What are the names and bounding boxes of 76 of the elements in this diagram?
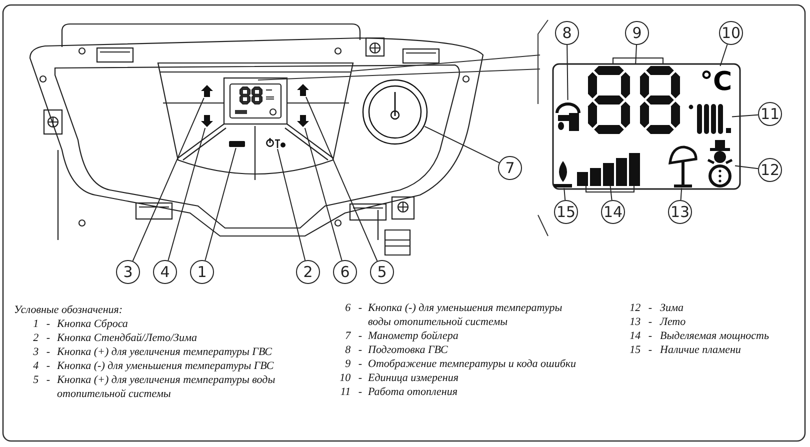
tap-icon	[555, 100, 581, 132]
legend-text: Кнопка (+) для увеличения температуры воды отопительной системы	[57, 373, 276, 401]
callout-number: 4	[153, 260, 177, 284]
callout-number: 7	[498, 156, 522, 180]
callout-number: 3	[116, 260, 140, 284]
legend-number: 15 -	[628, 343, 652, 357]
legend-text: Работа отопления	[368, 385, 458, 399]
legend-text: Выделяемая мощность	[660, 329, 770, 343]
callout-number: 13	[668, 200, 692, 224]
down-arrow-button	[296, 114, 310, 128]
leader-line	[635, 44, 637, 64]
unit-symbol: °C	[700, 66, 730, 98]
leader-line	[204, 148, 236, 261]
leader-line	[732, 114, 758, 118]
legend-number: 11 -	[339, 385, 362, 399]
legend-number: 12 -	[628, 301, 652, 315]
snowman-icon	[705, 140, 735, 188]
up-arrow-button	[200, 84, 214, 98]
callout-number: 5	[370, 260, 394, 284]
leader-line	[132, 98, 204, 262]
legend-number: 3 -	[32, 345, 50, 359]
legend-text: Кнопка (+) для увеличения температуры ГВС	[57, 345, 273, 359]
umbrella-icon	[668, 145, 698, 188]
legend-number: 1 -	[32, 317, 50, 331]
legend-number: 10 -	[338, 371, 362, 385]
seven-segment-digits	[588, 64, 680, 136]
reset-button-mark	[229, 140, 245, 148]
legend-heading: Условные обозначения:	[14, 303, 123, 317]
legend-text: Зима	[660, 301, 684, 315]
power-bars-icon	[577, 152, 640, 186]
leader-line	[277, 148, 306, 261]
legend-number: 9 -	[344, 357, 362, 371]
callout-number: 12	[758, 158, 782, 182]
legend-number: 4 -	[32, 359, 50, 373]
legend-text: Лето	[660, 315, 687, 329]
leader-line	[424, 126, 500, 164]
legend-text: Подготовка ГВС	[368, 343, 449, 357]
down-arrow-button	[200, 114, 214, 128]
legend-number: 5 -	[32, 373, 50, 387]
leader-line	[564, 188, 566, 200]
legend-number: 6 -	[344, 301, 362, 315]
leader-line	[566, 44, 568, 100]
legend-text: Кнопка (-) для уменьшения температуры ГВС	[57, 359, 275, 373]
leader-line	[304, 128, 342, 261]
callout-number: 6	[333, 260, 357, 284]
flame-icon	[553, 160, 573, 188]
legend-text: Манометр бойлера	[368, 329, 460, 343]
leader-line	[734, 165, 759, 170]
callout-number: 2	[296, 260, 320, 284]
callout-number: 10	[719, 21, 743, 45]
legend-text: Наличие пламени	[660, 343, 742, 357]
legend-number: 8 -	[344, 343, 362, 357]
leader-line	[306, 96, 378, 262]
callout-number: 14	[601, 200, 625, 224]
legend-number: 2 -	[32, 331, 50, 345]
leader-line	[720, 44, 728, 66]
legend-text: Кнопка Сброса	[57, 317, 129, 331]
radiator-icon	[688, 102, 732, 135]
up-arrow-button	[296, 83, 310, 97]
callout-number: 9	[625, 21, 649, 45]
legend-text: Единица измерения	[368, 371, 460, 385]
legend-text: Кнопка (-) для уменьшения температуры воды отопительной системы	[368, 301, 564, 329]
callout-number: 11	[758, 102, 782, 126]
legend-number: 7 -	[344, 329, 362, 343]
callout-number: 1	[190, 260, 214, 284]
leader-line	[680, 188, 682, 200]
pressure-gauge	[362, 79, 428, 145]
legend-text: Отображение температуры и кода ошибки	[368, 357, 578, 371]
legend-number: 13 -	[628, 315, 652, 329]
legend-number: 14 -	[628, 329, 652, 343]
callout-number: 8	[555, 21, 579, 45]
standby-button-icon	[266, 137, 286, 149]
leader-line	[168, 128, 206, 261]
callout-number: 15	[554, 200, 578, 224]
legend-text: Кнопка Стендбай/Лето/Зима	[57, 331, 198, 345]
leader-line	[610, 186, 612, 201]
